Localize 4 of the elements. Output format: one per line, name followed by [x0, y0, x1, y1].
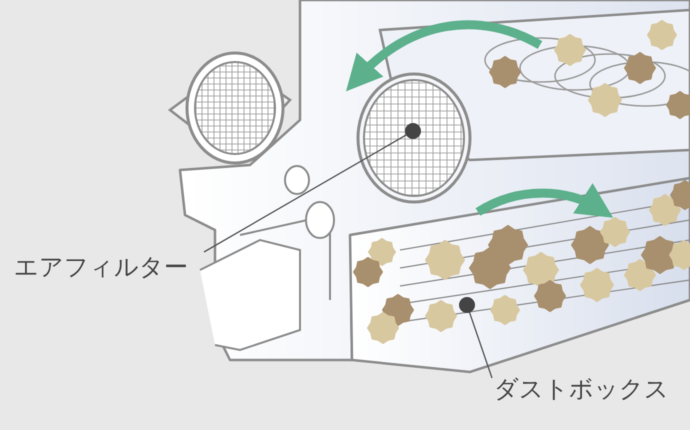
part-label: エアフィルター	[14, 250, 204, 284]
leader-line	[459, 297, 493, 378]
leader-line	[204, 123, 421, 253]
part-label: ダストボックス	[494, 372, 684, 406]
